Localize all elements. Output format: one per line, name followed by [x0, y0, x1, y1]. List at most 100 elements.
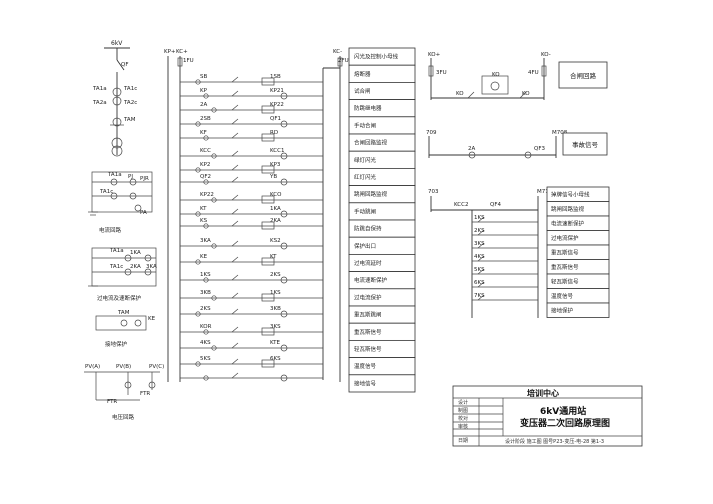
signal-table-label: 轻瓦斯信号: [551, 278, 579, 286]
component-label: 3KS: [270, 324, 281, 330]
signal-table-label: 掉牌信号小母线: [551, 191, 590, 199]
relay-contact: [280, 276, 288, 284]
legend-row-label: 保护出口: [354, 242, 376, 250]
label-qf: QF: [121, 62, 129, 68]
terminal-dot: [195, 361, 201, 367]
signal-table-label: 跳闸回路监视: [551, 205, 585, 213]
terminal-dot: [203, 329, 209, 335]
bus-label: KO+: [428, 52, 441, 58]
bus-label: 709: [426, 130, 437, 136]
component-label: KTE: [270, 340, 281, 346]
caption-closing-circuit: 合闸回路: [570, 71, 597, 80]
signal-table-label: 电流速断保护: [551, 220, 585, 228]
terminal-dot: [203, 135, 209, 141]
ground-protection-circuit: TAM KE 接地保护: [95, 310, 156, 348]
relay-contact: [280, 120, 288, 128]
terminal-dot: [211, 153, 217, 159]
relay-label: 1KA: [130, 250, 141, 256]
ct-current-circuit: TA1a PJ PJR TA1c PA 电流回路: [88, 171, 153, 234]
component-label: 1KA: [270, 206, 281, 212]
component-label: KCC: [200, 148, 211, 154]
terminal-dot: [195, 79, 201, 85]
label-ta2c: TA2c: [123, 100, 137, 106]
component-label: KP3: [270, 162, 281, 168]
caption-current-circuit: 电流回路: [99, 226, 122, 234]
signal-table-label: 接地保护: [551, 307, 574, 315]
relay-coil: [261, 293, 275, 302]
contact-symbol: [477, 216, 485, 223]
relay-coil: [261, 257, 275, 266]
component-label: KS: [200, 218, 208, 224]
relay-label: QF4: [490, 202, 501, 208]
bus-label: M708: [552, 130, 568, 136]
component-label: KP22: [200, 192, 214, 198]
terminal-dot: [195, 211, 201, 217]
terminal-dot: [203, 223, 209, 229]
relay-label: KE: [148, 316, 156, 322]
relay-contact: [280, 92, 288, 100]
relay-label: PJR: [140, 176, 149, 182]
relay-contact: [280, 310, 288, 318]
component-label: 2SB: [200, 116, 211, 122]
bus-label: M716: [537, 189, 553, 195]
terminal-dot: [203, 93, 209, 99]
contact-symbol: [231, 132, 239, 139]
component-label: 2KA: [270, 218, 281, 224]
relay-label: FTR: [140, 391, 150, 397]
relay-label: FTR: [107, 399, 117, 405]
relay-contact: [280, 178, 288, 186]
terminal-dot: [211, 243, 217, 249]
contact-symbol: [477, 255, 485, 262]
relay-label: 1KS: [474, 215, 485, 221]
relay-coil: [261, 195, 275, 204]
component-label: SB: [200, 74, 207, 80]
component-label: KE: [200, 254, 208, 260]
label-tam: TAM: [123, 117, 136, 123]
relay-coil: [261, 221, 275, 230]
component-label: KP22: [270, 102, 284, 108]
contact-symbol: [231, 104, 239, 111]
relay-contact: [280, 210, 288, 218]
component-label: KT: [200, 206, 207, 212]
caption-overcurrent: 过电流及速断保护: [97, 294, 142, 302]
terminal-dot: [211, 295, 217, 301]
terminal-dot: [195, 167, 201, 173]
contact-symbol: [477, 268, 485, 275]
terminal-dot: [195, 311, 201, 317]
relay-label: 2A: [468, 146, 475, 152]
relay-label: TA1a: [109, 248, 124, 254]
legend-row-label: 跳闸回路监视: [354, 190, 388, 198]
legend-row-label: 电流速断保护: [354, 276, 388, 284]
component-label: 3KB: [200, 290, 211, 296]
bus-label: KP+: [164, 49, 176, 55]
relay-label: PV(C): [149, 364, 164, 370]
component-label: KS2: [270, 238, 281, 244]
legend-row-label: 防跳继电器: [354, 104, 382, 112]
voltage-circuit: PV(A) PV(B) PV(C) FTR FTR 电压回路: [84, 364, 164, 421]
contact-symbol: [231, 358, 239, 365]
fuse-label: 4FU: [528, 70, 539, 76]
terminal-dot: [195, 121, 201, 127]
component-label: KP21: [270, 88, 284, 94]
legend-row-label: 熔断器: [354, 70, 371, 78]
contact-symbol: [231, 292, 239, 299]
legend-row-label: 轻瓦斯信号: [354, 345, 382, 353]
terminal-dot: [203, 179, 209, 185]
contact-symbol: [477, 242, 485, 249]
relay-coil: [261, 133, 275, 142]
component-label: KP2: [200, 162, 210, 168]
legend-row-label: 手动合闸: [354, 121, 376, 129]
component-label: KP: [200, 88, 208, 94]
component-label: 1KS: [270, 290, 281, 296]
caption-voltage-circuit: 电压回路: [112, 413, 135, 421]
relay-label: TA1c: [99, 189, 113, 195]
contact-symbol: [231, 194, 239, 201]
role-label: 日期: [458, 438, 468, 444]
contact-symbol: [231, 208, 239, 215]
relay-label: TA1a: [107, 172, 122, 178]
relay-contact: [280, 152, 288, 160]
contact-symbol: [231, 274, 239, 281]
